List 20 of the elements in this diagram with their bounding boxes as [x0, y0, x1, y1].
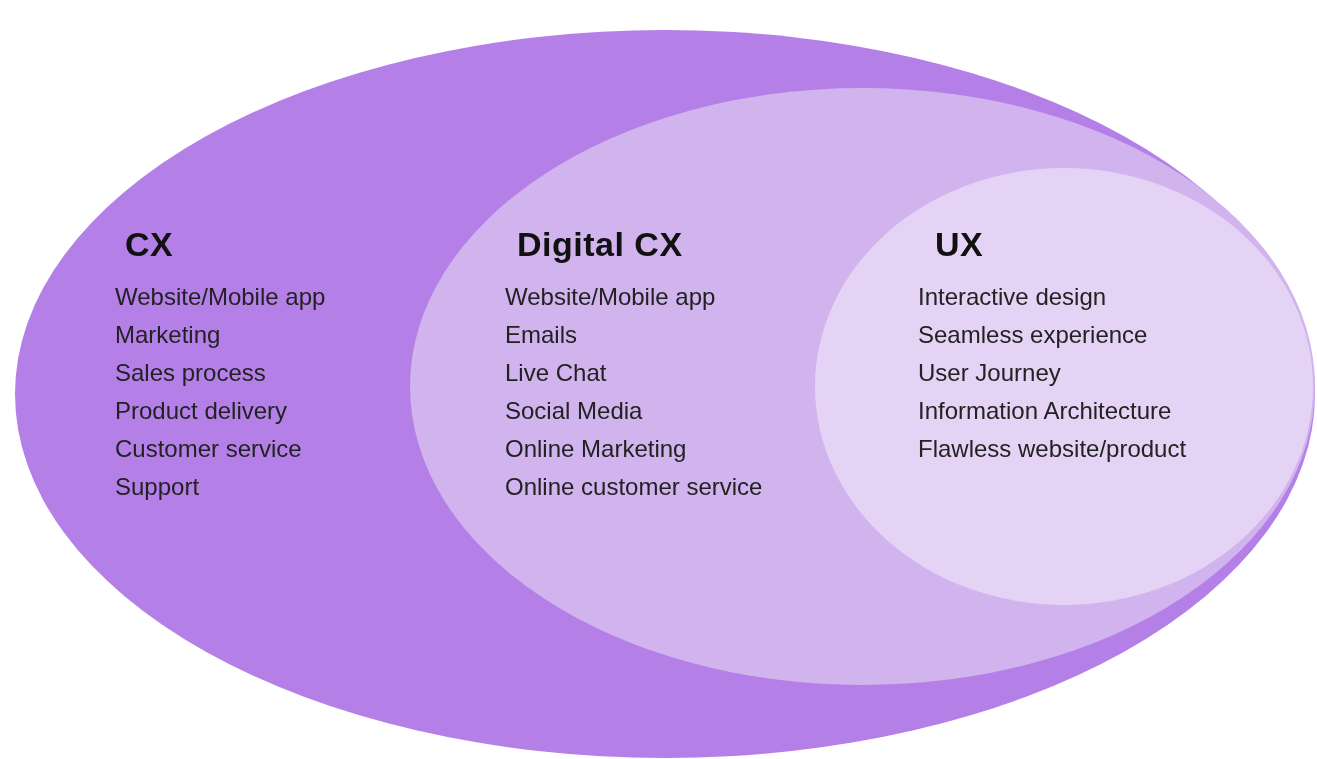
region-heading: Digital CX [517, 225, 683, 264]
list-item: Website/Mobile app [115, 282, 326, 312]
region-heading: UX [935, 225, 984, 264]
list-item: Website/Mobile app [505, 282, 716, 312]
region-heading: CX [125, 225, 174, 264]
list-item: Online customer service [505, 472, 763, 502]
list-item: Seamless experience [918, 320, 1148, 350]
list-item: Information Architecture [918, 396, 1172, 426]
list-item: Sales process [115, 358, 266, 388]
list-item: User Journey [918, 358, 1061, 388]
list-item: Emails [505, 320, 577, 350]
list-item: Live Chat [505, 358, 607, 388]
list-item: Customer service [115, 434, 302, 464]
list-item: Support [115, 472, 200, 502]
list-item: Interactive design [918, 282, 1107, 312]
list-item: Flawless website/product [918, 434, 1187, 464]
list-item: Product delivery [115, 396, 288, 426]
list-item: Marketing [115, 320, 221, 350]
list-item: Online Marketing [505, 434, 687, 464]
list-item: Social Media [505, 396, 643, 426]
